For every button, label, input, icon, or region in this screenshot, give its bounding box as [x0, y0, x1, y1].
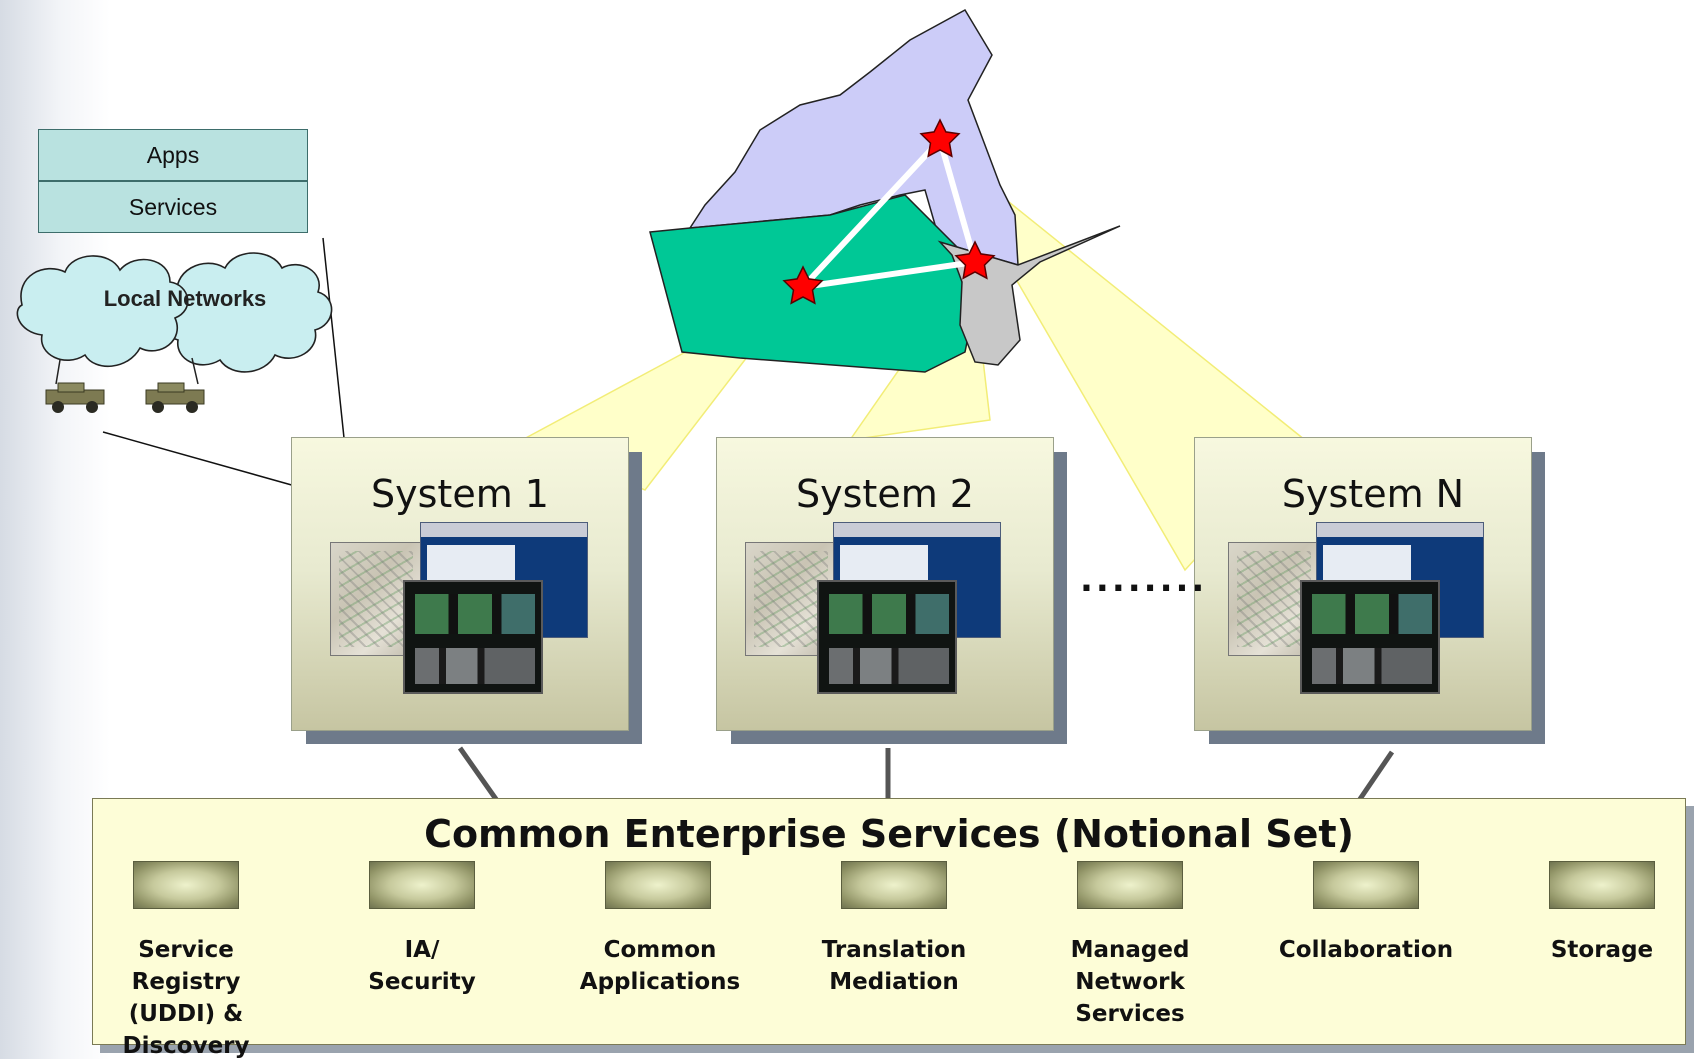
common-enterprise-services-panel: [92, 798, 1686, 1045]
service-registry-label: Service Registry (UDDI) & Discovery: [122, 937, 250, 1059]
apps-label: Apps: [146, 141, 200, 168]
collaboration-label: Collaboration: [1278, 937, 1454, 963]
cloud-icon-front: [16, 255, 189, 368]
cloud-icon-back: [163, 252, 333, 373]
common-enterprise-services-title: Common Enterprise Services (Notional Set…: [424, 812, 1354, 856]
map-region-north: [688, 8, 1019, 267]
apps-box: Apps: [38, 129, 308, 181]
security-label: IA/ Security: [368, 937, 476, 995]
managed-network-services-icon: [1077, 861, 1183, 909]
connector-system-n: [1355, 750, 1395, 804]
control-room-screenshot: [403, 580, 543, 694]
more-systems-ellipsis: ........: [1080, 560, 1208, 600]
storage-icon: [1549, 861, 1655, 909]
common-applications-icon: [605, 861, 711, 909]
translation-mediation-icon: [841, 861, 947, 909]
vehicle-icon: [45, 382, 105, 413]
collaboration-icon: [1313, 861, 1419, 909]
storage-label: Storage: [1550, 937, 1654, 963]
system-1-title: System 1: [371, 472, 549, 516]
translation-mediation-label: Translation Mediation: [821, 937, 967, 995]
system-n-title: System N: [1281, 472, 1465, 516]
control-room-screenshot: [817, 580, 957, 694]
node-star-east: [954, 240, 996, 280]
services-label: Services: [128, 193, 218, 220]
managed-network-services-label: Managed Network Services: [1070, 937, 1190, 1027]
control-room-screenshot: [1300, 580, 1440, 694]
security-icon: [369, 861, 475, 909]
local-networks-label: Local Networks: [103, 286, 267, 311]
connector-system-1: [457, 746, 501, 804]
system-2-title: System 2: [796, 472, 974, 516]
node-star-north: [919, 118, 961, 158]
node-star-west: [782, 265, 824, 305]
star-links: [800, 137, 978, 290]
service-registry-icon: [133, 861, 239, 909]
services-box: Services: [38, 181, 308, 233]
common-applications-label: Common Applications: [579, 937, 741, 995]
vehicle-icon: [145, 382, 205, 413]
